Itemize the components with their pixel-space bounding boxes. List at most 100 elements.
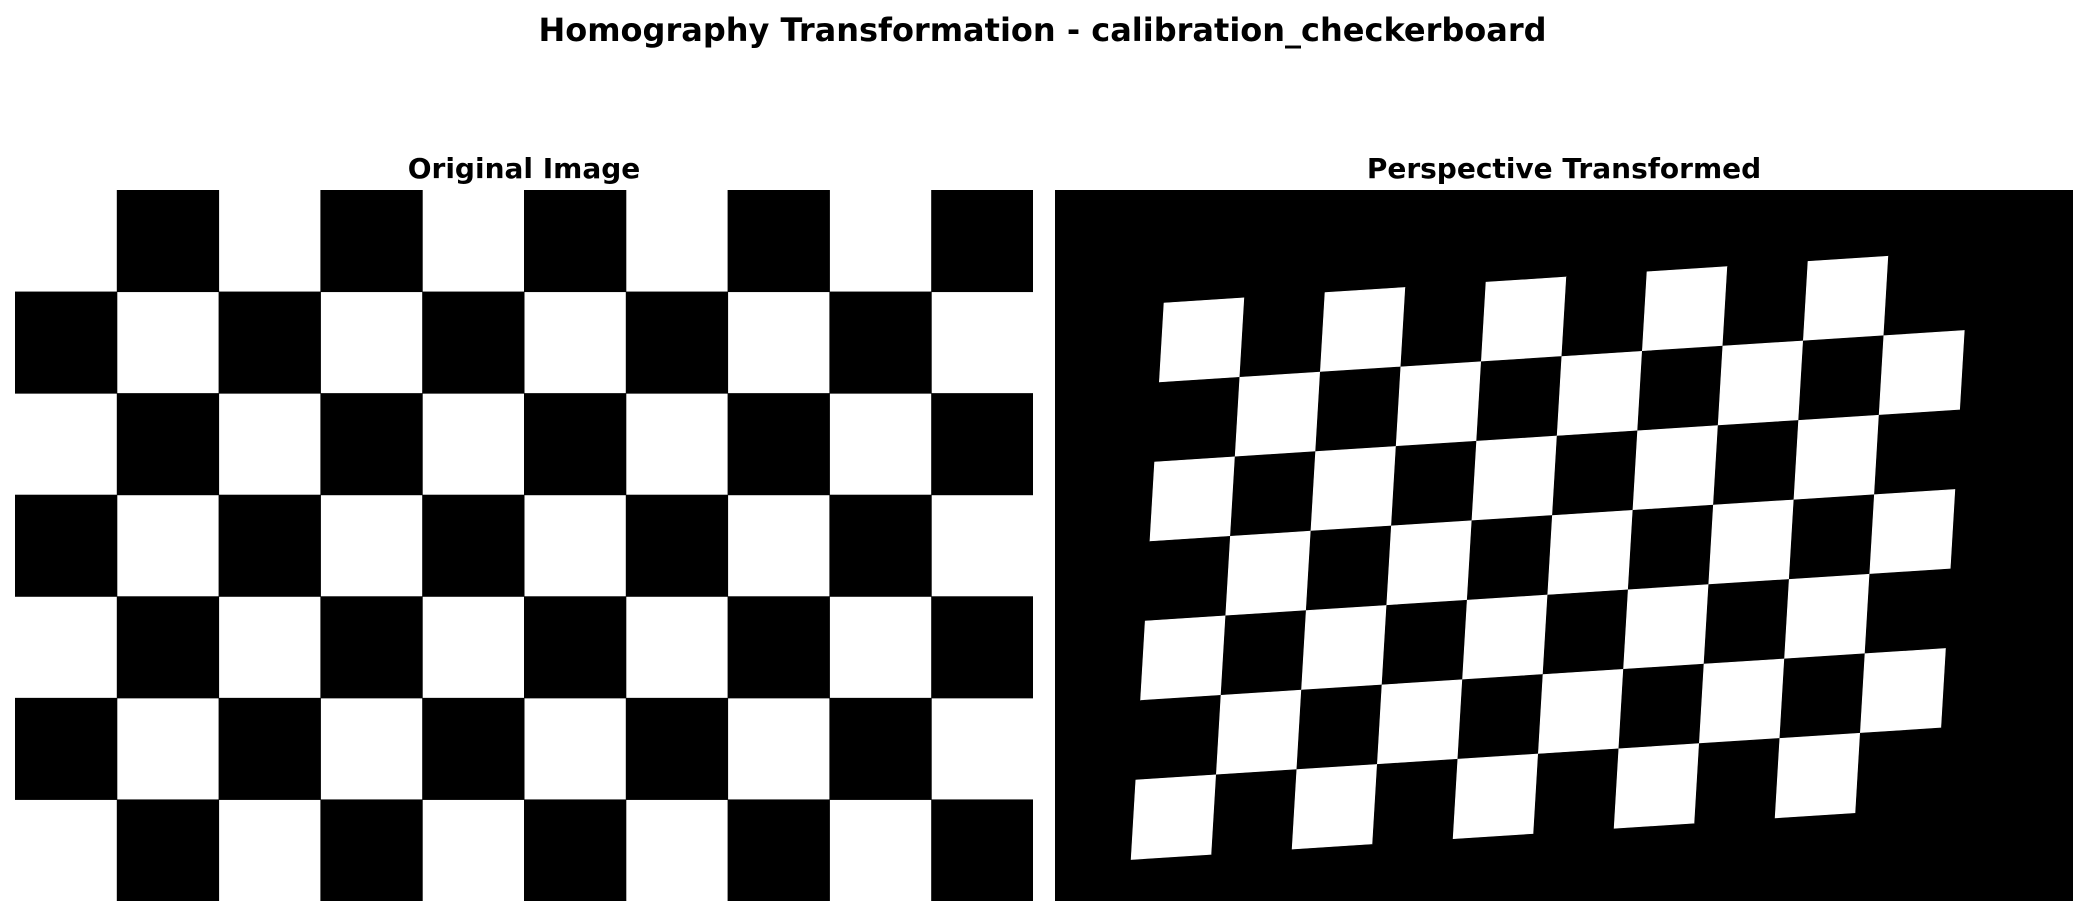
black-square [1220,610,1307,696]
black-square [1466,515,1553,601]
white-square [1869,489,1956,575]
black-square [1855,727,1942,814]
black-square [1618,663,1705,750]
black-square [1864,568,1951,655]
black-square [829,697,932,800]
white-square [1547,509,1634,596]
white-square [1462,594,1549,681]
white-square [1793,414,1880,501]
black-square [1400,281,1487,368]
black-square [829,291,932,394]
black-square [116,393,220,496]
black-square [320,596,423,699]
black-square [1788,494,1875,580]
white-square [1471,435,1558,522]
black-square [1211,769,1298,855]
black-square [1135,694,1222,781]
black-square [1476,356,1563,442]
black-square [1637,345,1724,432]
white-square [1140,615,1227,701]
black-square [320,799,423,901]
black-square [524,596,627,699]
white-square [1225,530,1312,617]
white-square [1632,425,1719,511]
white-square [1376,679,1463,765]
black-square [116,596,220,699]
white-square [1291,764,1378,850]
white-square [1149,456,1236,542]
black-square [1627,504,1714,591]
white-square [1395,361,1482,447]
transformed-image [1055,190,2073,901]
black-square [727,190,830,293]
black-square [218,291,321,394]
white-square [1158,297,1245,383]
white-square [1613,743,1700,829]
white-square [1452,753,1539,840]
black-square [625,494,729,597]
white-square [1301,605,1388,691]
white-square [1234,371,1321,458]
black-square [1144,535,1231,622]
white-square [1319,287,1406,373]
black-square [625,697,729,800]
black-square [1713,420,1799,506]
black-square [1542,589,1629,675]
black-square [1305,525,1392,611]
black-square [1315,366,1402,452]
black-square [1372,758,1459,845]
original-image-title: Original Image [407,152,641,185]
transformed-checkerboard [1055,190,2073,901]
black-square [15,291,118,394]
black-square [931,393,1033,496]
black-square [1391,440,1477,527]
white-square [1878,330,1965,416]
black-square [1561,271,1648,357]
white-square [1386,520,1473,606]
white-square [1698,658,1785,744]
white-square [1802,255,1889,342]
black-square [422,291,525,394]
black-square [1874,409,1960,496]
white-square [1215,689,1302,776]
white-square [1130,774,1217,860]
black-square [1296,684,1383,770]
black-square [1798,335,1885,421]
white-square [1784,573,1871,660]
black-square [524,393,627,496]
black-square [218,494,321,597]
black-square [1694,738,1781,824]
black-square [15,697,118,800]
black-square [218,697,321,800]
black-square [1779,653,1866,739]
black-square [1457,674,1544,760]
black-square [829,494,932,597]
white-square [1708,499,1795,585]
white-square [1310,446,1397,532]
black-square [625,291,729,394]
black-square [727,596,830,699]
black-square [15,494,118,597]
black-square [524,190,627,293]
white-square [1623,584,1710,670]
black-square [422,494,525,597]
white-square [1537,668,1624,755]
original-image [15,190,1033,901]
white-square [1480,276,1567,363]
black-square [116,190,220,293]
black-square [1154,376,1241,463]
black-square [727,393,830,496]
black-square [524,799,627,901]
black-square [116,799,220,901]
black-square [1703,579,1790,665]
black-square [931,596,1033,699]
white-square [1556,350,1643,437]
transformed-image-title: Perspective Transformed [1366,152,1762,185]
black-square [422,697,525,800]
black-square [1381,599,1468,686]
black-square [320,190,423,293]
black-square [931,799,1033,901]
figure-title: Homography Transformation - calibration_… [538,11,1547,49]
original-checkerboard [15,190,1033,901]
white-square [1717,340,1804,426]
